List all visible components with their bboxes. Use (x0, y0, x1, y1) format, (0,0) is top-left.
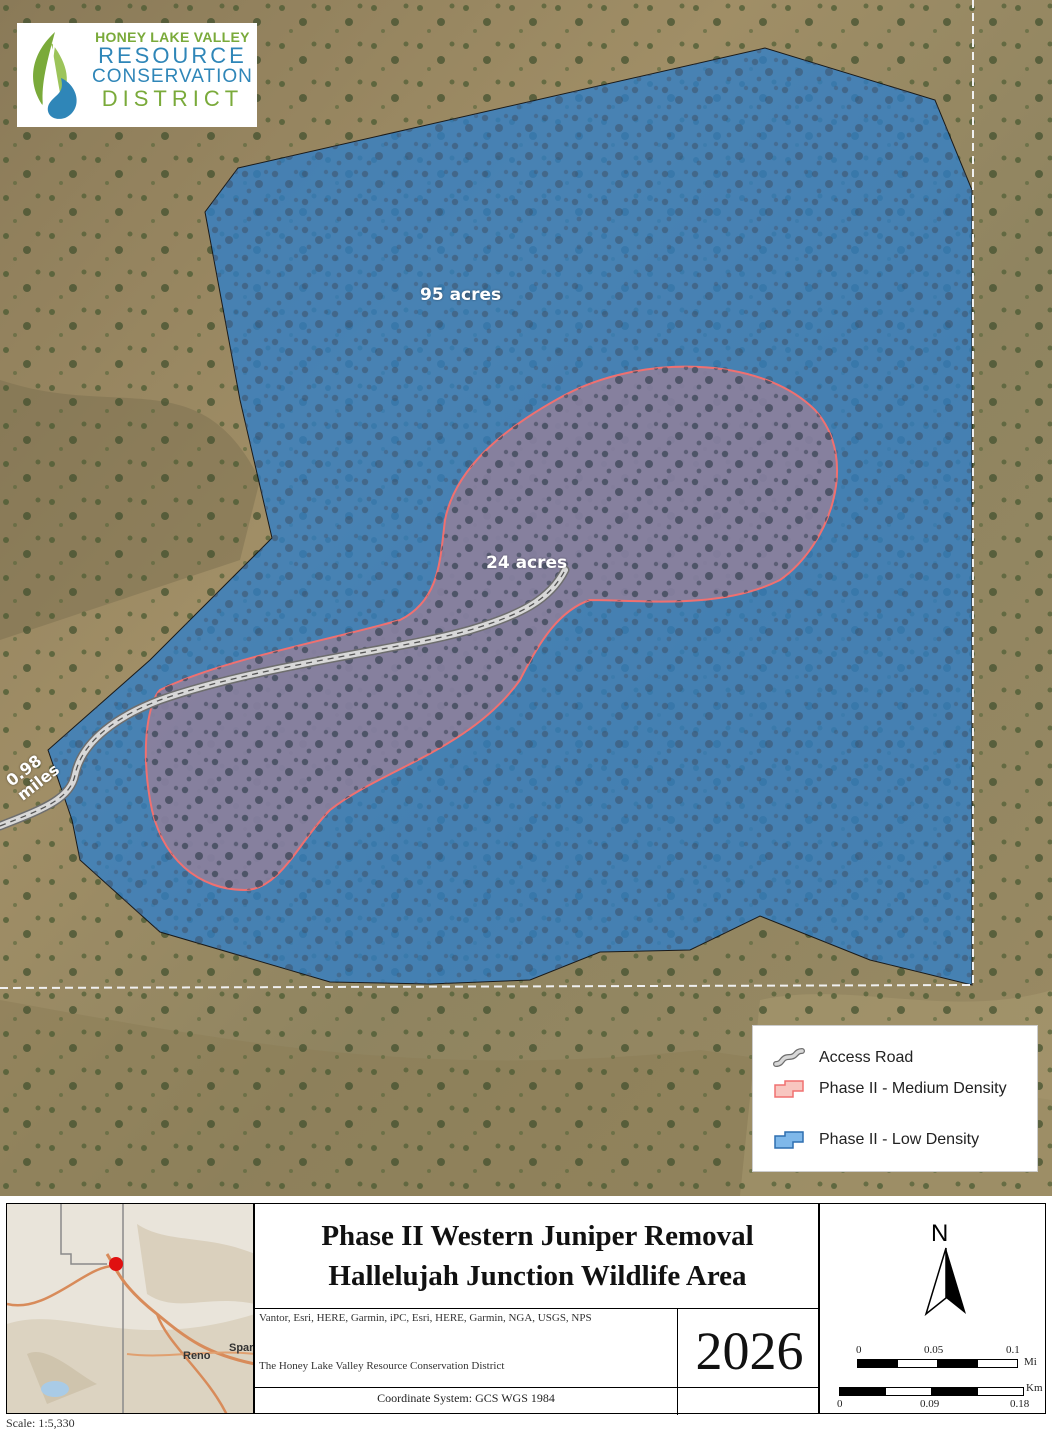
map-scale-text: Scale: 1:5,330 (6, 1416, 75, 1430)
map-author: The Honey Lake Valley Resource Conservat… (259, 1360, 505, 1372)
legend-label-access-road: Access Road (819, 1049, 914, 1066)
medium-density-texture (145, 366, 838, 890)
map-canvas (0, 0, 1052, 1196)
leaf-water-drop-icon (33, 32, 77, 119)
low-density-acres-label: 95 acres (420, 285, 502, 305)
scale-mi-unit: Mi (1024, 1356, 1037, 1368)
legend-item-access-road: Access Road (773, 1048, 1019, 1068)
scale-mi-tick-0: 0 (856, 1344, 862, 1356)
road-symbol-icon (773, 1048, 805, 1067)
property-boundary (0, 0, 974, 989)
legend-label-low-density: Phase II - Low Density (819, 1131, 980, 1148)
polygon-symbol-icon (774, 1080, 804, 1098)
scale-mi-tick-1: 0.05 (924, 1344, 944, 1356)
inset-map-canvas (7, 1204, 253, 1413)
location-marker (109, 1257, 123, 1271)
logo-line-4: DISTRICT (101, 86, 244, 111)
scale-km-tick-0: 0 (837, 1398, 843, 1410)
legend-item-low-density: Phase II - Low Density (773, 1130, 1019, 1150)
scale-bar-km (839, 1387, 1024, 1396)
data-credits: Vantor, Esri, HERE, Garmin, iPC, Esri, H… (259, 1312, 592, 1324)
map-title-line-1: Phase II Western Juniper Removal (321, 1220, 754, 1252)
coordinate-system: Coordinate System: GCS WGS 1984 (377, 1391, 555, 1405)
year-divider (677, 1308, 678, 1415)
polygon-symbol-icon (774, 1131, 804, 1149)
satellite-map[interactable]: 95 acres 24 acres 0.98 miles HONEY LAKE … (0, 0, 1052, 1196)
access-road-centerline (0, 569, 566, 827)
legend-item-medium-density: Phase II - Medium Density (773, 1079, 1019, 1099)
title-divider (255, 1308, 820, 1309)
logo-line-2: RESOURCE (98, 43, 247, 68)
scale-bar-miles (857, 1359, 1018, 1368)
map-year: 2026 (695, 1321, 804, 1381)
map-title-line-2: Hallelujah Junction Wildlife Area (328, 1260, 747, 1292)
north-arrow-icon (924, 1247, 966, 1316)
legend-label-medium-density: Phase II - Medium Density (819, 1080, 1007, 1097)
medium-density-acres-label: 24 acres (486, 553, 568, 573)
coord-divider (255, 1387, 820, 1388)
scale-km-tick-1: 0.09 (920, 1398, 940, 1410)
logo-line-1: HONEY LAKE VALLEY (95, 29, 250, 45)
logo-text: HONEY LAKE VALLEY RESOURCE CONSERVATION … (92, 29, 253, 111)
map-legend: Access Road Phase II - Medium Density Ph… (752, 1025, 1038, 1172)
scale-km-unit: Km (1026, 1382, 1043, 1394)
scale-km-tick-2: 0.18 (1010, 1398, 1030, 1410)
district-logo: HONEY LAKE VALLEY RESOURCE CONSERVATION … (17, 23, 257, 127)
scale-mi-tick-2: 0.1 (1006, 1344, 1020, 1356)
logo-line-3: CONSERVATION (92, 66, 253, 87)
inset-label-reno: Reno (183, 1350, 211, 1362)
inset-label-sparks: Spar (229, 1342, 254, 1354)
north-arrow-and-scale: N 0 0.05 0.1 Mi Km 0 0.09 0.18 (819, 1203, 1046, 1414)
locator-inset-map[interactable]: Reno Spar (6, 1203, 254, 1414)
title-block: Phase II Western Juniper Removal Hallelu… (254, 1203, 820, 1415)
north-label: N (931, 1220, 949, 1247)
